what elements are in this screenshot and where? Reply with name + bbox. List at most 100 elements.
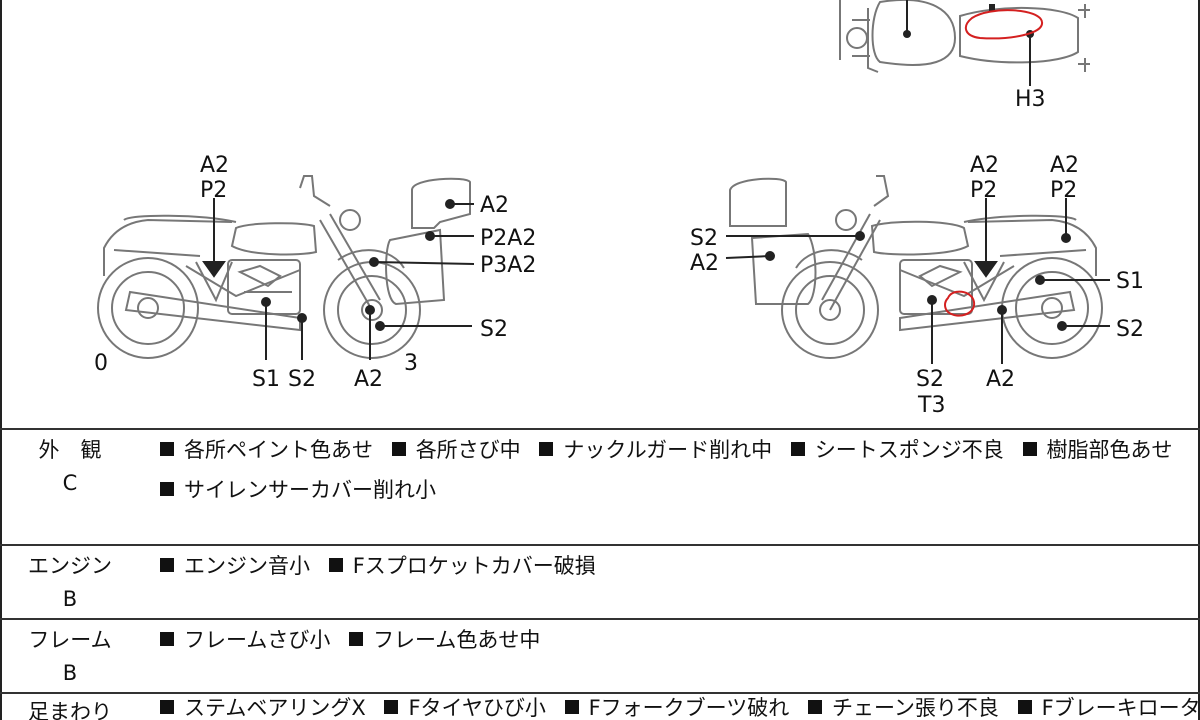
bullet-square-icon	[160, 442, 174, 456]
category-grade: B	[62, 661, 78, 685]
list-item: 各所ペイント色あせ	[160, 438, 373, 462]
category-name: 足まわり	[28, 700, 112, 720]
left-label-a2-fork: A2	[354, 367, 383, 392]
left-label-zero: 0	[94, 351, 108, 376]
item-text: 各所ペイント色あせ	[184, 438, 373, 462]
category-label: フレーム B	[0, 624, 140, 690]
list-item: シートスポンジ不良	[790, 438, 1004, 462]
item-text: チェーン張り不良	[831, 696, 999, 720]
right-label-s2-engine: S2	[916, 367, 944, 392]
bullet-square-icon	[564, 700, 579, 714]
list-item: サイレンサーカバー削れ小	[160, 478, 436, 502]
bullet-square-icon	[328, 558, 343, 572]
right-label-s2-box: S2	[690, 226, 718, 251]
item-text: Fスプロケットカバー破損	[352, 554, 596, 578]
bullet-square-icon	[807, 700, 822, 714]
section-frame: フレーム B フレームさび小 フレーム色あせ中	[0, 620, 1200, 692]
frame-right-border	[1198, 0, 1200, 720]
bullet-square-icon	[539, 442, 554, 456]
left-label-s2-wheel: S2	[480, 317, 508, 342]
left-label-s2-pipe: S2	[288, 367, 316, 392]
category-label: 足まわり	[0, 696, 140, 720]
left-label-p3a2: P3A2	[480, 253, 536, 278]
left-label-p2-top: P2	[200, 178, 227, 203]
item-text: ナックルガード削れ中	[563, 438, 773, 462]
section-divider	[0, 618, 1200, 620]
bullet-square-icon	[349, 632, 364, 646]
category-label: エンジン B	[0, 550, 140, 616]
list-item: Fフォークブーツ破れ	[564, 696, 790, 720]
damage-diagram: H3	[94, 0, 1144, 418]
list-item: チェーン張り不良	[807, 696, 999, 720]
item-text: Fタイヤひび小	[408, 696, 546, 720]
section-exterior: 外 観 C 各所ペイント色あせ 各所さび中 ナックルガード削れ中 シートスポンジ…	[0, 430, 1200, 544]
bullet-square-icon	[1022, 442, 1037, 456]
item-text: フレーム色あせ中	[373, 628, 541, 652]
right-label-a2-tank: A2	[970, 153, 999, 178]
table-top-border	[0, 428, 1200, 430]
list-item: エンジン音小	[160, 554, 310, 578]
item-list: 各所ペイント色あせ 各所さび中 ナックルガード削れ中 シートスポンジ不良 樹脂部…	[160, 430, 1200, 510]
item-list: ステムベアリングX Fタイヤひび小 Fフォークブーツ破れ チェーン張り不良 Fブ…	[160, 694, 1200, 720]
item-text: サイレンサーカバー削れ小	[184, 478, 436, 502]
right-label-s1: S1	[1116, 269, 1144, 294]
frame-left-border	[0, 0, 2, 720]
list-item: 樹脂部色あせ	[1022, 438, 1173, 462]
category-name: エンジン	[28, 554, 112, 578]
category-name: 外 観	[38, 438, 102, 462]
left-label-p2a2: P2A2	[480, 226, 536, 251]
bullet-square-icon	[160, 558, 174, 572]
item-text: フレームさび小	[184, 628, 331, 652]
top-view-markers	[903, 0, 1043, 86]
bullet-square-icon	[1017, 700, 1032, 714]
list-item: 各所さび中	[391, 438, 521, 462]
left-label-three: 3	[404, 351, 418, 376]
left-label-s1: S1	[252, 367, 280, 392]
category-grade: B	[62, 587, 78, 611]
label-h3: H3	[1015, 87, 1046, 112]
bullet-square-icon	[790, 442, 805, 456]
item-list: エンジン音小 Fスプロケットカバー破損	[160, 546, 1200, 586]
section-divider	[0, 692, 1200, 694]
list-item: Fブレーキローター	[1017, 696, 1200, 720]
right-bike-markers	[725, 198, 1110, 364]
right-bike-outline	[729, 175, 1103, 359]
damage-mark-seat	[964, 9, 1043, 40]
right-label-a2-pipe: A2	[986, 367, 1015, 392]
bullet-square-icon	[391, 442, 406, 456]
list-item: Fタイヤひび小	[384, 696, 546, 720]
item-text: 各所さび中	[415, 438, 521, 462]
right-label-s2-wheel: S2	[1116, 317, 1144, 342]
section-divider	[0, 544, 1200, 546]
right-label-p2-seat: P2	[1050, 178, 1077, 203]
item-text: Fブレーキローター	[1041, 696, 1200, 720]
item-text: 樹脂部色あせ	[1046, 438, 1173, 462]
top-view-bike	[839, 0, 1090, 73]
category-label: 外 観 C	[0, 434, 140, 500]
item-text: Fフォークブーツ破れ	[588, 696, 790, 720]
section-suspension: 足まわり ステムベアリングX Fタイヤひび小 Fフォークブーツ破れ チェーン張り…	[0, 694, 1200, 720]
right-label-t3: T3	[917, 393, 945, 418]
section-engine: エンジン B エンジン音小 Fスプロケットカバー破損	[0, 546, 1200, 618]
left-label-a2-top: A2	[200, 153, 229, 178]
list-item: フレーム色あせ中	[349, 628, 540, 652]
list-item: フレームさび小	[160, 628, 330, 652]
bullet-square-icon	[384, 700, 399, 714]
item-text: ステムベアリングX	[184, 696, 366, 720]
left-label-a2-box: A2	[480, 193, 509, 218]
category-grade: C	[62, 471, 78, 495]
damage-mark-engine	[944, 290, 976, 317]
left-bike-outline	[97, 175, 471, 359]
left-bike-markers	[202, 198, 475, 360]
item-text: エンジン音小	[184, 554, 310, 578]
category-name: フレーム	[28, 628, 112, 652]
list-item: Fスプロケットカバー破損	[328, 554, 596, 578]
bullet-square-icon	[160, 700, 174, 714]
item-text: シートスポンジ不良	[814, 438, 1004, 462]
list-item: ナックルガード削れ中	[539, 438, 772, 462]
list-item: ステムベアリングX	[160, 696, 366, 720]
right-label-a2-seat: A2	[1050, 153, 1079, 178]
bullet-square-icon	[160, 632, 174, 646]
right-label-a2-box: A2	[690, 251, 719, 276]
